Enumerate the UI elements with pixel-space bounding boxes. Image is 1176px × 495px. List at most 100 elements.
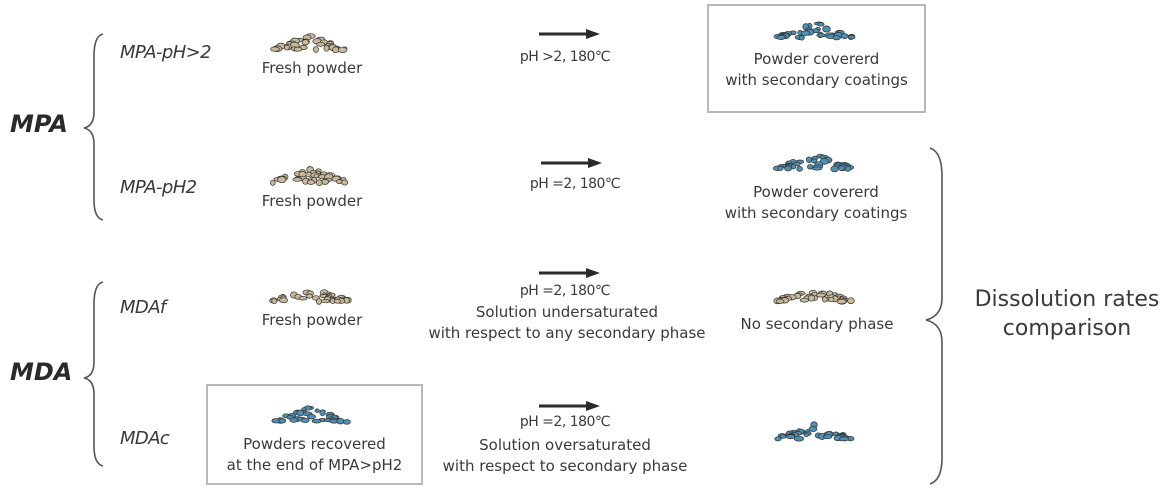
- mpa-brace: [83, 33, 104, 221]
- powder-grain: [270, 179, 276, 186]
- powder-grain: [315, 179, 323, 186]
- output-label-line2: with secondary coatings: [725, 71, 908, 89]
- powder-grain: [319, 409, 326, 417]
- powder-grain: [312, 46, 319, 53]
- powder-grain: [300, 417, 310, 423]
- input-label: Fresh powder: [261, 311, 363, 329]
- coated-powder-pile-icon: [774, 421, 855, 442]
- fresh-powder-pile-icon: [773, 289, 855, 305]
- group-label-mda: MDA: [10, 358, 73, 386]
- powder-grain: [839, 436, 849, 442]
- powder-grain: [776, 35, 786, 40]
- case-label: MDAf: [120, 297, 166, 318]
- powder-grain: [323, 44, 330, 52]
- powder-grain: [832, 35, 841, 41]
- powder-grain: [775, 298, 785, 304]
- powder-grain: [283, 44, 290, 51]
- powder-grain: [817, 22, 825, 27]
- highlight-frame: [707, 4, 926, 113]
- powder-grain: [838, 165, 845, 171]
- solution-note-line2: with respect to secondary phase: [442, 457, 688, 475]
- powder-grain: [805, 156, 813, 163]
- powder-grain: [785, 434, 796, 439]
- powder-grain: [811, 158, 818, 164]
- powder-grain: [271, 298, 278, 305]
- powder-grain: [314, 408, 320, 413]
- powder-grain: [316, 41, 326, 47]
- output-label-line2: with secondary coatings: [724, 204, 908, 222]
- powder-grain: [315, 298, 323, 305]
- powder-grain: [306, 179, 315, 185]
- powder-grain: [811, 166, 823, 171]
- powder-grain: [847, 297, 855, 305]
- case-label: MDAc: [120, 428, 170, 449]
- conclusion-line1: Dissolution rates: [974, 287, 1160, 312]
- powder-grain: [807, 294, 816, 302]
- fresh-powder-pile-icon: [269, 289, 352, 305]
- reaction-arrow: [539, 268, 600, 278]
- condition-label: pH =2, 180℃: [529, 176, 621, 192]
- powder-grain: [836, 298, 847, 305]
- powder-grain: [341, 179, 349, 186]
- powder-grain: [774, 436, 782, 442]
- input-label-line2: at the end of MPA>pH2: [226, 456, 403, 474]
- powder-grain: [796, 166, 803, 172]
- powder-grain: [311, 418, 322, 424]
- powder-grain: [292, 177, 303, 182]
- condition-label: pH =2, 180℃: [519, 414, 611, 430]
- coated-powder-pile-icon: [772, 153, 855, 173]
- powder-grain: [289, 417, 298, 423]
- powder-grain: [320, 299, 330, 304]
- coated-powder-pile-icon: [271, 405, 351, 425]
- powder-grain: [306, 293, 313, 299]
- mda-brace: [83, 281, 104, 467]
- powder-grain: [777, 165, 784, 171]
- output-label: No secondary phase: [740, 315, 894, 333]
- comparison-brace: [925, 147, 943, 485]
- powder-grain: [822, 25, 831, 33]
- powder-grain: [279, 297, 288, 303]
- powder-grain: [807, 164, 814, 170]
- condition-label: pH =2, 180℃: [519, 283, 611, 299]
- powder-grain: [803, 432, 809, 438]
- powder-grain: [293, 46, 303, 52]
- powder-grain: [270, 46, 280, 52]
- powder-grain: [337, 46, 348, 53]
- powder-grain: [336, 179, 343, 185]
- powder-grain: [816, 292, 826, 298]
- solution-note-line1: Solution oversaturated: [479, 436, 651, 454]
- solution-note-line2: with respect to any secondary phase: [428, 324, 706, 342]
- case-label: MPA-pH2: [120, 177, 197, 198]
- powder-grain: [808, 426, 818, 432]
- input-label: Fresh powder: [261, 59, 363, 77]
- powder-grain: [799, 297, 810, 303]
- fresh-powder-pile-icon: [270, 166, 349, 186]
- powder-grain: [306, 414, 316, 420]
- reaction-arrow: [539, 401, 600, 411]
- powder-grain: [830, 165, 839, 173]
- powder-grain: [822, 296, 828, 303]
- powder-grain: [798, 35, 805, 41]
- case-label: MPA-pH>2: [120, 42, 212, 63]
- powder-grain: [828, 296, 835, 303]
- input-label-line1: Powders recovered: [243, 435, 386, 453]
- coated-powder-pile-icon: [773, 21, 856, 41]
- powder-grain: [784, 165, 793, 172]
- highlight-frame: [206, 384, 423, 485]
- output-label-line1: Powder covererd: [753, 50, 880, 68]
- powder-grain: [800, 30, 811, 36]
- powder-grain: [301, 39, 310, 46]
- powder-grain: [298, 296, 308, 301]
- condition-label: pH >2, 180℃: [519, 49, 611, 65]
- powder-grain: [823, 434, 833, 440]
- output-label-line1: Powder covererd: [753, 183, 879, 201]
- powder-grain: [845, 165, 851, 172]
- fresh-powder-pile-icon: [270, 33, 348, 54]
- powder-grain: [791, 163, 797, 170]
- powder-grain: [333, 298, 341, 304]
- reaction-arrow: [541, 158, 602, 168]
- powder-grain: [793, 435, 804, 442]
- powder-grain: [278, 418, 287, 424]
- reaction-arrow: [539, 29, 600, 39]
